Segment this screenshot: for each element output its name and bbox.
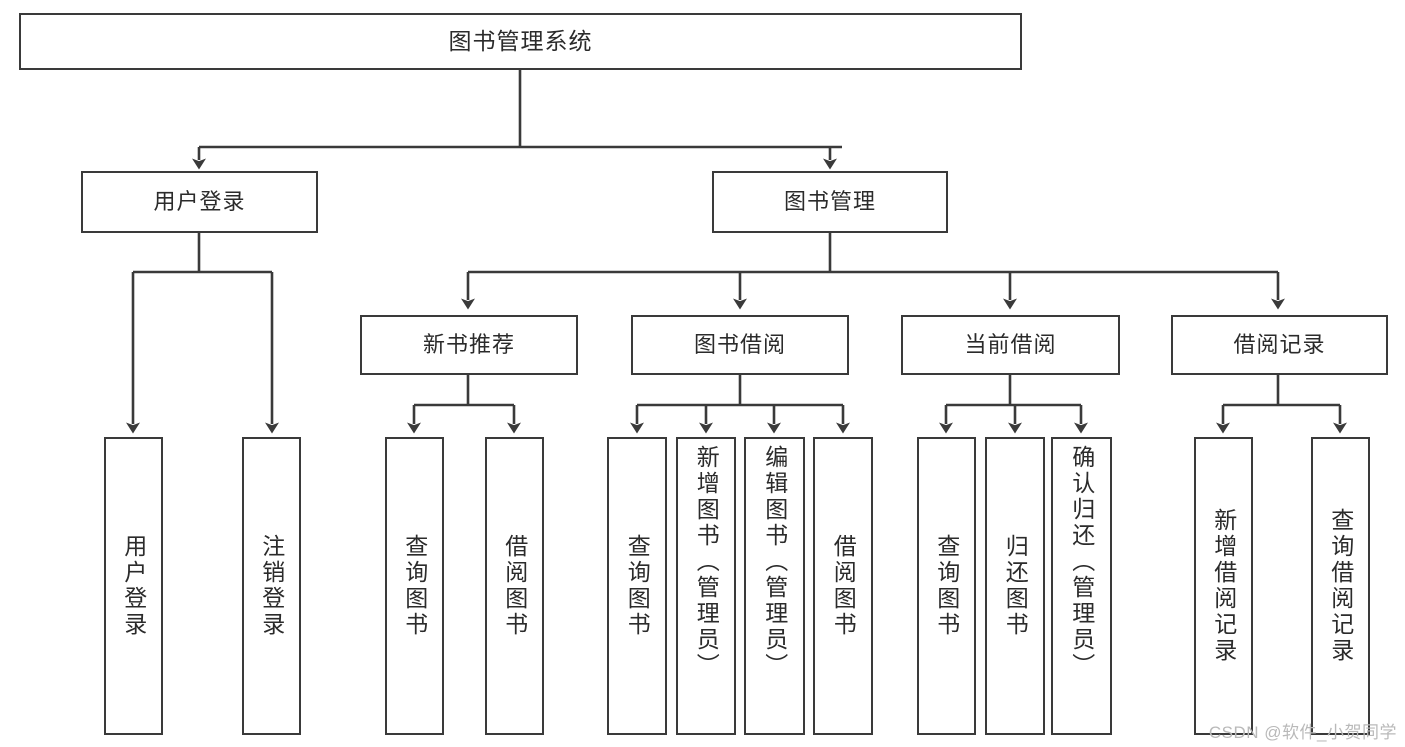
leaf-query-book-3[interactable]: 查询图书 (917, 437, 976, 735)
node-root-label: 图书管理系统 (448, 28, 593, 55)
leaf-query-book-2[interactable]: 查询图书 (607, 437, 667, 735)
leaf-query-book-1[interactable]: 查询图书 (385, 437, 444, 735)
leaf-add-book[interactable]: 新增图书（管理员） (676, 437, 736, 735)
leaf-add-record[interactable]: 新增借阅记录 (1194, 437, 1253, 735)
leaf-edit-book-label: 编辑图书（管理员） (761, 445, 788, 679)
leaf-return-book-label: 归还图书 (1002, 534, 1029, 638)
leaf-confirm-return[interactable]: 确认归还（管理员） (1051, 437, 1112, 735)
leaf-query-record[interactable]: 查询借阅记录 (1311, 437, 1370, 735)
leaf-logout[interactable]: 注销登录 (242, 437, 301, 735)
leaf-user-login[interactable]: 用户登录 (104, 437, 163, 735)
leaf-add-book-label: 新增图书（管理员） (693, 445, 720, 679)
leaf-confirm-return-label: 确认归还（管理员） (1068, 445, 1095, 679)
node-new-book-rec[interactable]: 新书推荐 (360, 315, 578, 375)
leaf-query-book-2-label: 查询图书 (624, 534, 651, 638)
leaf-borrow-book-2-label: 借阅图书 (830, 534, 857, 638)
node-user-login-label: 用户登录 (153, 189, 246, 215)
leaf-borrow-book-1-label: 借阅图书 (501, 534, 528, 638)
leaf-borrow-book-1[interactable]: 借阅图书 (485, 437, 544, 735)
node-root[interactable]: 图书管理系统 (19, 13, 1022, 70)
node-book-borrow-label: 图书借阅 (693, 332, 786, 358)
leaf-query-book-1-label: 查询图书 (401, 534, 428, 638)
node-book-manage[interactable]: 图书管理 (712, 171, 948, 233)
node-user-login[interactable]: 用户登录 (81, 171, 318, 233)
leaf-add-record-label: 新增借阅记录 (1210, 508, 1237, 664)
leaf-borrow-book-2[interactable]: 借阅图书 (813, 437, 873, 735)
node-new-book-rec-label: 新书推荐 (422, 332, 515, 358)
leaf-return-book[interactable]: 归还图书 (985, 437, 1045, 735)
leaf-edit-book[interactable]: 编辑图书（管理员） (744, 437, 805, 735)
leaf-user-login-label: 用户登录 (120, 534, 147, 638)
leaf-query-record-label: 查询借阅记录 (1327, 508, 1354, 664)
node-current-borrow[interactable]: 当前借阅 (901, 315, 1120, 375)
node-borrow-record-label: 借阅记录 (1233, 332, 1326, 358)
node-book-borrow[interactable]: 图书借阅 (631, 315, 849, 375)
leaf-query-book-3-label: 查询图书 (933, 534, 960, 638)
node-borrow-record[interactable]: 借阅记录 (1171, 315, 1388, 375)
leaf-logout-label: 注销登录 (258, 534, 285, 638)
node-book-manage-label: 图书管理 (783, 189, 876, 215)
node-current-borrow-label: 当前借阅 (964, 332, 1057, 358)
